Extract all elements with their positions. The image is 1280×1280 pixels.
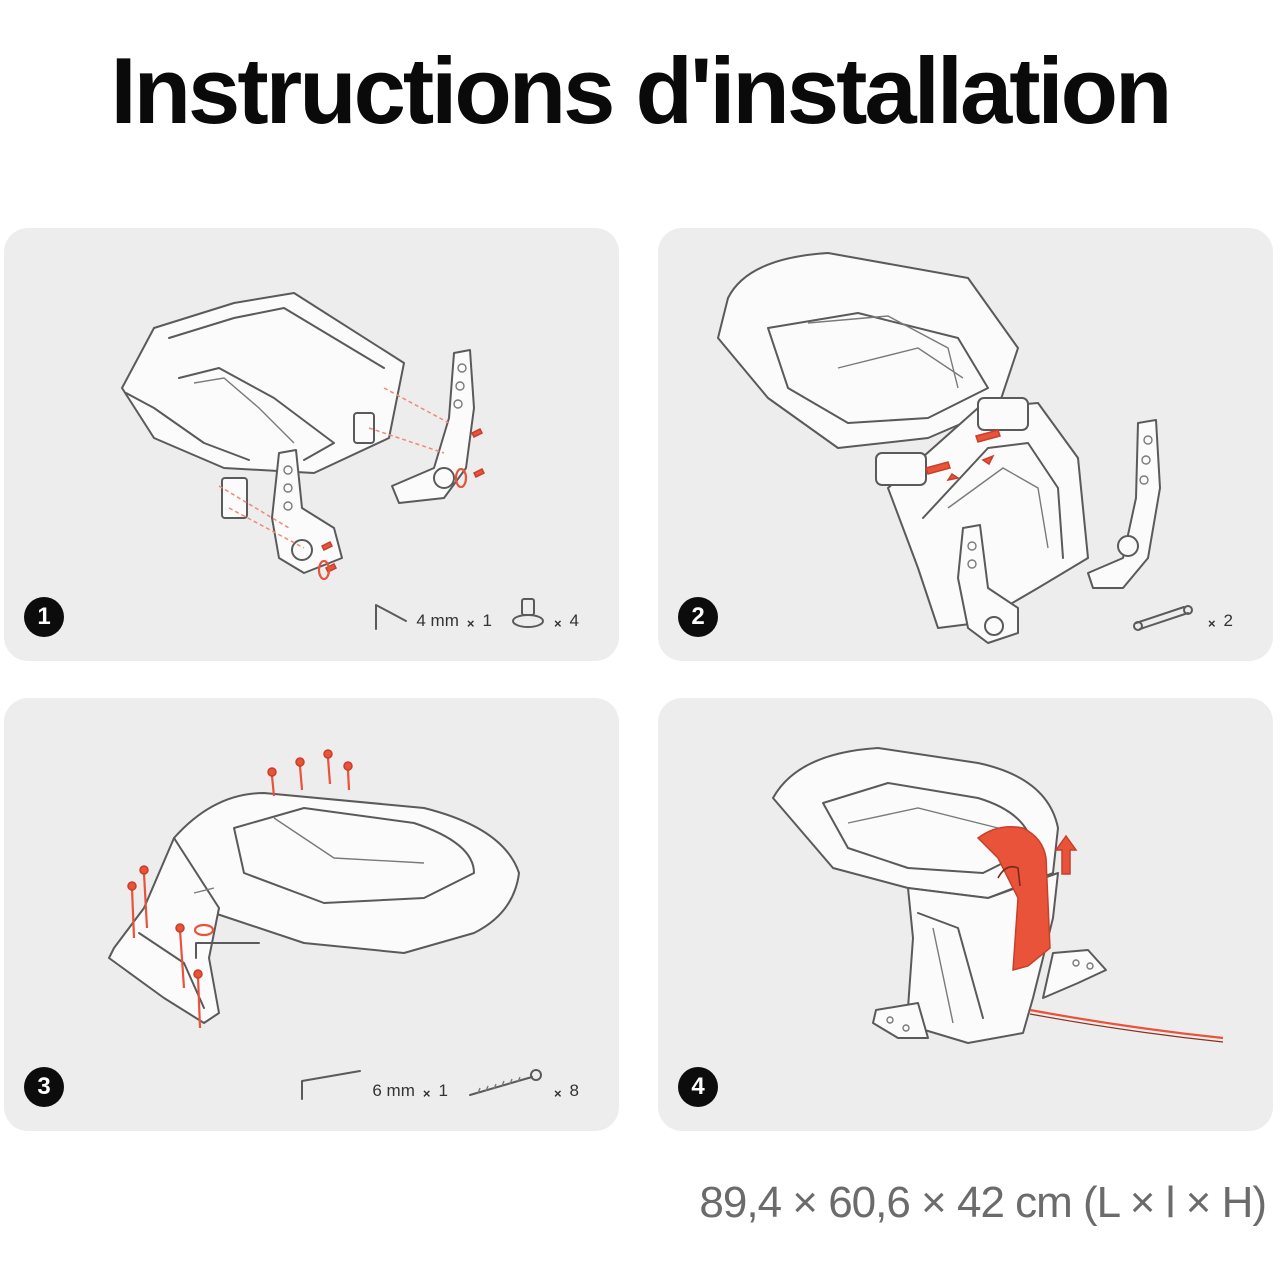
step-4-panel: 4 [658,698,1273,1131]
part-qty: 1 [482,611,492,630]
part-qty: 4 [569,611,579,630]
step-1-illustration [121,292,486,581]
step-2-illustration [717,252,1161,644]
product-dimensions: 89,4 × 60,6 × 42 cm (L × l × H) [699,1178,1267,1227]
page-title: Instructions d'installation [110,38,1173,143]
step-number-badge: 1 [24,597,64,637]
hex-key-icon [375,604,408,630]
part-qty: 2 [1223,611,1233,630]
part-qty: 8 [569,1081,579,1100]
part-mult: × [422,1086,431,1101]
step-2-panel: × 2 2 [658,228,1273,661]
screw-icon [468,1069,542,1096]
step-1-panel: 4 mm × 1 × 4 1 [4,228,619,661]
part-qty: 1 [438,1081,448,1100]
step-number-badge: 3 [24,1067,64,1107]
step-number-badge: 4 [678,1067,718,1107]
part-mult: × [553,616,562,631]
step-3-panel: 6 mm × 1 × 8 3 [4,698,619,1131]
step-1-parts: 4 mm × 1 × 4 [372,597,579,631]
hex-key-icon [301,1070,362,1100]
part-mult: × [553,1086,562,1101]
bolt-icon [511,598,544,628]
part-label: 6 mm [372,1081,415,1100]
pin-icon [1132,605,1193,631]
part-label: 4 mm [416,611,459,630]
step-2-parts: × 2 [1130,601,1233,631]
step-3-illustration [108,749,520,1029]
step-4-illustration [772,747,1224,1044]
step-number-badge: 2 [678,597,718,637]
part-mult: × [466,616,475,631]
step-3-parts: 6 mm × 1 × 8 [298,1067,579,1101]
part-mult: × [1207,616,1216,631]
